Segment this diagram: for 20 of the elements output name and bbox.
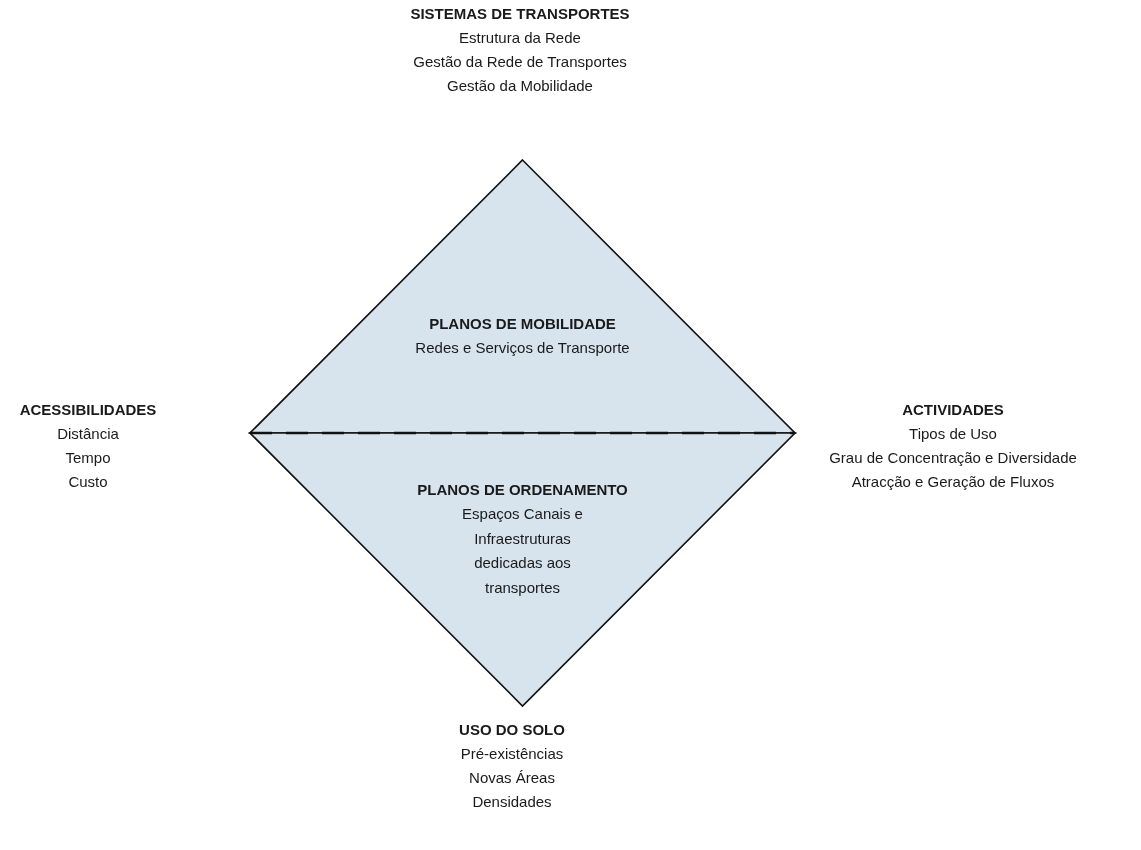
category-item: Estrutura da Rede bbox=[459, 28, 581, 48]
section-text: Redes e Serviços de Transporte bbox=[415, 338, 630, 358]
category-heading: USO DO SOLO bbox=[459, 720, 565, 740]
section-text: Espaços Canais e Infraestruturas dedicadas aos transportes bbox=[461, 504, 584, 598]
category-item: Pré-existências bbox=[460, 744, 564, 764]
category-item: Gestão da Rede de Transportes bbox=[413, 52, 627, 72]
section-heading: PLANOS DE ORDENAMENTO bbox=[417, 480, 628, 500]
category-item: Custo bbox=[68, 472, 108, 492]
category-heading: SISTEMAS DE TRANSPORTES bbox=[410, 4, 630, 24]
category-item: Distância bbox=[57, 424, 119, 444]
category-heading: ACESSIBILIDADES bbox=[19, 400, 157, 420]
category-heading: ACTIVIDADES bbox=[902, 400, 1004, 420]
section-heading: PLANOS DE MOBILIDADE bbox=[429, 314, 616, 334]
category-item: Tipos de Uso bbox=[909, 424, 997, 444]
category-item: Novas Áreas bbox=[469, 768, 555, 788]
category-item: Densidades bbox=[472, 792, 552, 812]
category-item: Gestão da Mobilidade bbox=[447, 76, 593, 96]
category-item: Grau de Concentração e Diversidade bbox=[829, 448, 1077, 468]
category-item: Tempo bbox=[65, 448, 111, 468]
category-item: Atracção e Geração de Fluxos bbox=[851, 472, 1055, 492]
